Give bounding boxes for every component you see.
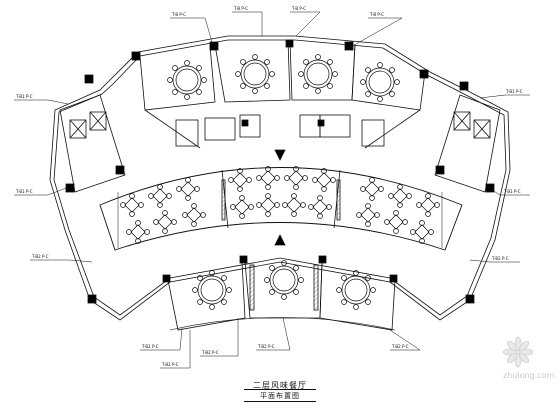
callout-tag: T-B2 P-C xyxy=(491,256,509,261)
callout-tag: T-B2 P-C xyxy=(201,350,219,355)
drawing-title: 二层风味餐厅 xyxy=(253,381,307,390)
top-round-tables xyxy=(167,54,400,102)
hall-tables xyxy=(120,166,440,244)
hall-boundary xyxy=(99,167,463,251)
callout-tag: T-B1 P-C xyxy=(15,94,33,99)
callout-tag: T-B2 P-C xyxy=(161,362,179,367)
callouts xyxy=(14,11,530,369)
bottom-round-tables xyxy=(192,260,376,310)
callout-tag: T-B P-C xyxy=(369,12,384,17)
left-core xyxy=(59,94,126,193)
callout-tag: T-B P-C xyxy=(291,6,306,11)
right-core xyxy=(434,94,501,193)
inner-wall xyxy=(53,39,507,316)
watermark-text: zhulong.com xyxy=(503,371,554,380)
callout-tag: T-B2 P-C xyxy=(31,254,49,259)
drawing-subtitle: 平面布置图 xyxy=(260,392,300,400)
callout-tag: T-B1 P-C xyxy=(503,189,521,194)
callout-tag: T-B P-C xyxy=(171,12,186,17)
watermark: zhulong.com xyxy=(502,336,554,380)
subtitle-underline xyxy=(244,401,316,402)
bottom-private-rooms xyxy=(87,255,475,331)
callout-text: T-B P-C T-B P-C T-B P-C T-B P-C T-B1 P-C… xyxy=(15,6,523,367)
callout-tag: T-B P-C xyxy=(233,6,248,11)
title-underline xyxy=(244,389,316,390)
callout-tag: T-B1 P-C xyxy=(15,189,33,194)
callout-tag: T-B2 P-C xyxy=(141,344,159,349)
callout-tag: T-B2 P-C xyxy=(257,344,275,349)
top-private-rooms xyxy=(84,39,469,149)
outer-wall xyxy=(49,35,511,321)
callout-tag: T-B2 P-C xyxy=(391,344,409,349)
callout-tag: T-B1 P-C xyxy=(505,89,523,94)
